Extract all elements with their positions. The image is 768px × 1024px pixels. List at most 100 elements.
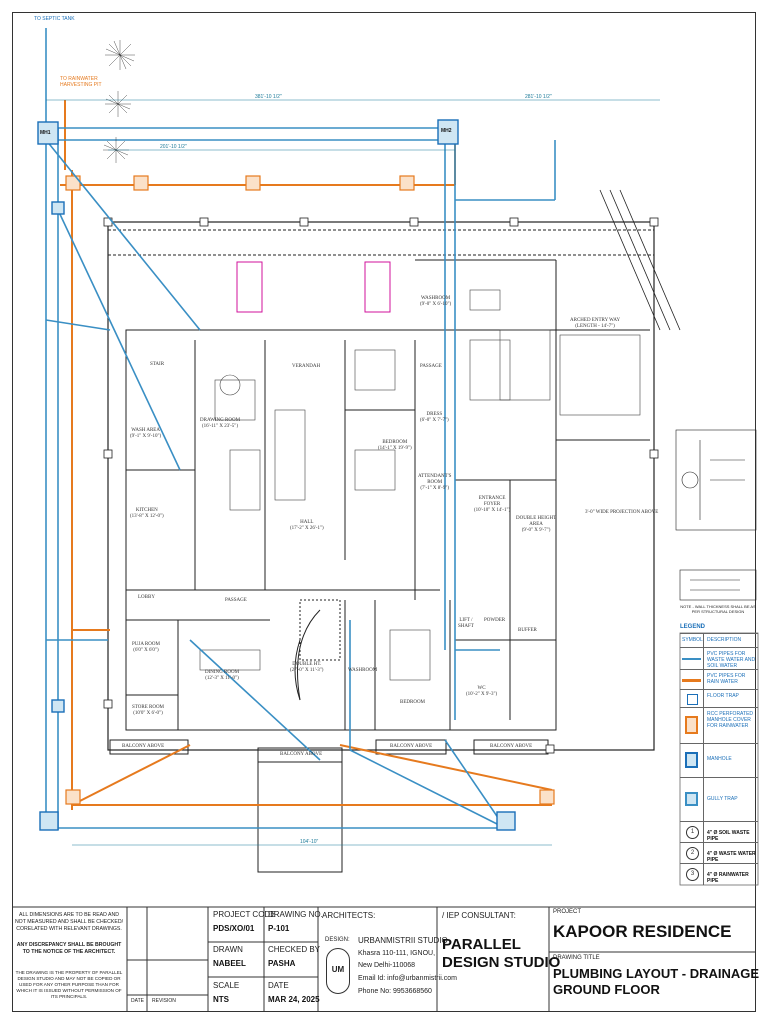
legend-header: SYMBOL DESCRIPTION xyxy=(680,633,758,647)
balcony-1: BALCONY ABOVE xyxy=(122,744,165,749)
dimension-top: 381'-10 1/2" xyxy=(255,94,282,100)
section-detail xyxy=(675,429,757,601)
legend-number-2: 2 xyxy=(680,843,704,863)
legend-row-pvc-rain: PVC PIPES FOR RAIN WATER xyxy=(680,669,758,689)
note-dimensions: ALL DIMENSIONS ARE TO BE READ AND NOT ME… xyxy=(14,912,124,932)
room-double-ht: DOUBLE HT. (27'-0" X 11'-3") xyxy=(290,662,324,673)
drawing-sheet xyxy=(12,12,756,1012)
design-label: DESIGN: xyxy=(325,937,350,943)
studio-address-2: New Delhi-110068 xyxy=(358,962,416,969)
legend-number-1: 1 xyxy=(680,822,704,842)
legend-row-floor-trap: FLOOR TRAP xyxy=(680,689,758,707)
drawn-by: NABEEL xyxy=(213,959,246,968)
legend-title: LEGEND xyxy=(680,624,706,630)
plan-walls xyxy=(107,189,681,873)
logo-letters: UM xyxy=(331,965,345,974)
drawing-no: P-101 xyxy=(268,924,290,933)
room-passage-1: PASSAGE xyxy=(420,364,442,369)
studio-email: Email Id: info@urbanmistrii.com xyxy=(358,975,457,982)
room-lobby: LOBBY xyxy=(138,595,155,600)
note-discrepancy: ANY DISCREPANCY SHALL BE BROUGHT TO THE … xyxy=(16,942,122,955)
septic-tank-label: TO SEPTIC TANK xyxy=(34,16,75,22)
drawing-no-label: DRAWING NO. xyxy=(268,910,323,919)
dimension-lines xyxy=(46,99,660,846)
room-double-height: DOUBLE HEIGHT AREA (9'-0" X 9'-7") xyxy=(516,516,557,533)
room-stair: STAIR xyxy=(150,362,165,367)
consultant-name-line2: DESIGN STUDIO xyxy=(442,954,561,971)
balcony-4: BALCONY ABOVE xyxy=(490,744,533,749)
blue-pipe-icon xyxy=(680,648,704,669)
room-kitchen: KITCHEN (13'-8" X 12'-0") xyxy=(130,508,164,519)
room-powder: POWDER xyxy=(484,618,506,623)
architects-label: ARCHITECTS: xyxy=(322,911,376,920)
manhole-label-2: MH2 xyxy=(441,128,452,134)
wall-note: NOTE - WALL THICKNESS SHALL BE AS PER ST… xyxy=(680,604,756,614)
consultant-name-line1: PARALLEL xyxy=(442,936,521,953)
dimension-mid: 201'-10 1/2" xyxy=(160,144,187,150)
project-name: KAPOOR RESIDENCE xyxy=(553,922,732,941)
structural-columns xyxy=(103,217,659,754)
room-buffer: BUFFER xyxy=(518,628,537,633)
orange-pipe-icon xyxy=(680,670,704,689)
note-property: THE DRAWING IS THE PROPERTY OF PARALLEL … xyxy=(15,970,123,999)
rev-date-label: DATE xyxy=(131,998,144,1004)
legend-desc-manhole: MANHOLE xyxy=(707,756,732,762)
studio-logo: UM xyxy=(326,948,350,994)
project-code: PDS/XO/01 xyxy=(213,924,255,933)
soil-pipes xyxy=(45,28,556,830)
legend-num-rain: 3 xyxy=(686,868,699,881)
beds xyxy=(236,261,391,313)
legend-row-waste: 2 4" Ø WASTE WATER PIPE xyxy=(680,842,758,863)
scale-value: NTS xyxy=(213,995,229,1004)
studio-phone: Phone No: 9953668560 xyxy=(358,988,432,995)
legend-row-soil: 1 4" Ø SOIL WASTE PIPE xyxy=(680,821,758,842)
rcc-cover-icon xyxy=(680,708,704,743)
furniture xyxy=(199,289,641,681)
drawing-title-label: DRAWING TITLE xyxy=(553,955,600,961)
balcony-2: BALCONY ABOVE xyxy=(280,752,323,757)
room-washroom-2: WASHROOM xyxy=(348,668,378,673)
legend-desc-rain: 4" Ø RAINWATER PIPE xyxy=(707,872,749,884)
rev-revision-label: REVISION xyxy=(152,998,176,1004)
consultant-label: / IEP CONSULTANT: xyxy=(442,911,516,920)
room-arched-entry: ARCHED ENTRY WAY (LENGTH - 14'-7") xyxy=(570,318,621,329)
room-entrance-foyer: ENTRANCE FOYER (10'-10" X 14'-1") xyxy=(474,496,511,513)
manhole-icon xyxy=(680,744,704,777)
legend-desc-gully: GULLY TRAP xyxy=(707,796,738,802)
legend-row-pvc-waste: PVC PIPES FOR WASTE WATER AND SOIL WATER xyxy=(680,647,758,669)
room-lift: LIFT / SHAFT xyxy=(458,618,474,629)
legend-desc-waste: 4" Ø WASTE WATER PIPE xyxy=(707,851,756,863)
room-drawing: DRAWING ROOM (16'-11" X 23'-5") xyxy=(200,418,241,429)
drawing-title-line1: PLUMBING LAYOUT - DRAINAGE xyxy=(553,966,760,981)
room-attendant: ATTENDANT'S ROOM (7'-1" X 8'-9") xyxy=(418,474,452,491)
rainwater-chambers xyxy=(65,175,555,805)
legend-num-soil: 1 xyxy=(686,826,699,839)
drawn-label: DRAWN xyxy=(213,945,243,954)
legend-num-waste: 2 xyxy=(686,847,699,860)
balcony-3: BALCONY ABOVE xyxy=(390,744,433,749)
room-verandah: VERANDAH xyxy=(292,364,321,369)
room-wc: WC (10'-2" X 9'-3") xyxy=(466,686,498,697)
legend-row-gully: GULLY TRAP xyxy=(680,777,758,821)
room-bedroom-2: BEDROOM xyxy=(400,700,426,705)
legend-desc-rcc-cover: RCC PERFORATED MANHOLE COVER FOR RAINWAT… xyxy=(707,711,754,729)
room-dining: DINING ROOM (12'-3" X 11'-0") xyxy=(205,670,240,681)
studio-address-1: Khasra 110-111, IGNOU, xyxy=(358,950,436,957)
checked-label: CHECKED BY xyxy=(268,945,321,954)
room-puja: PUJA ROOM (6'0" X 6'0") xyxy=(132,642,160,653)
title-block-lines xyxy=(12,906,756,1012)
legend-row-rcc-cover: RCC PERFORATED MANHOLE COVER FOR RAINWAT… xyxy=(680,707,758,743)
drawing-title-line2: GROUND FLOOR xyxy=(553,982,660,997)
legend-desc-soil: 4" Ø SOIL WASTE PIPE xyxy=(707,830,750,842)
project-label: PROJECT xyxy=(553,909,582,915)
dimension-top-right: 281'-10 1/2" xyxy=(525,94,552,100)
date-value: MAR 24, 2025 xyxy=(268,995,320,1004)
legend-desc-pvc-rain: PVC PIPES FOR RAIN WATER xyxy=(707,673,746,685)
legend-number-3: 3 xyxy=(680,864,704,885)
legend-row-manhole: MANHOLE xyxy=(680,743,758,777)
room-washroom-1: WASHROOM (9'-0" X 6'-10") xyxy=(420,296,452,307)
rainwater-pit-label: TO RAINWATER HARVESTING PIT xyxy=(60,76,102,88)
room-dress: DRESS (6'-0" X 7'-7") xyxy=(420,412,449,423)
rainwater-pipes xyxy=(60,100,553,810)
